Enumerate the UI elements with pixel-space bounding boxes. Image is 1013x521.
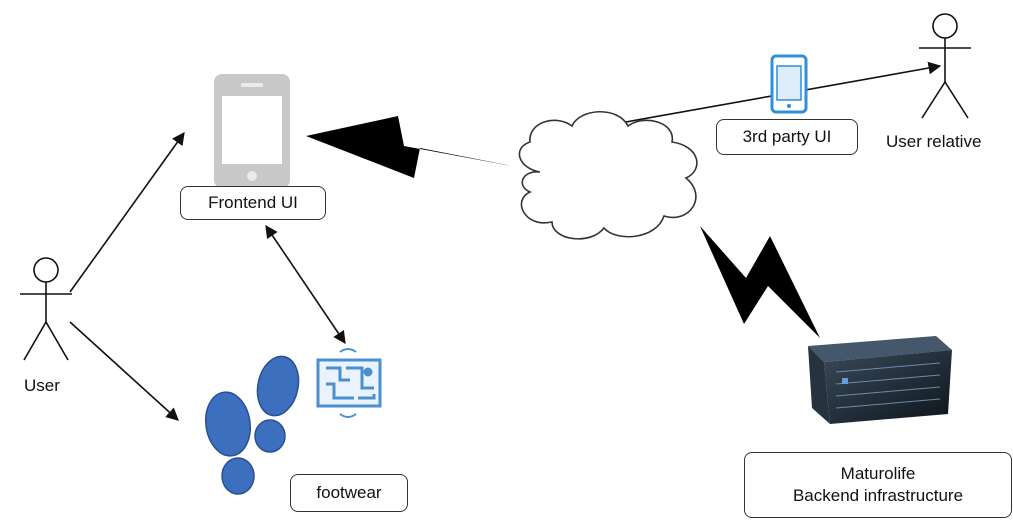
frontend-ui-label: Frontend UI [180,186,326,220]
server-rack-icon [808,336,952,424]
third-party-ui-label: 3rd party UI [716,119,858,155]
backend-label-line1: Maturolife [840,464,916,483]
user-actor [20,257,72,361]
backend-label: Maturolife Backend infrastructure [744,452,1012,518]
footprints-icon [205,355,300,495]
cloud-icon [518,111,698,240]
user-relative-actor [919,13,971,119]
circuit-sensor-icon [316,348,382,418]
user-relative-label: User relative [886,132,982,151]
wireless-link-icon [306,116,512,178]
frontend-sensor-arrow [265,224,346,345]
user-label: User [24,376,60,395]
wireless-link-icon-2 [700,226,820,338]
footwear-label: footwear [290,474,408,512]
smartphone-outline-icon [770,54,808,114]
smartphone-icon [214,74,290,188]
cloud-to-relative-arrow [591,61,942,129]
backend-label-line2: Backend infrastructure [792,486,964,505]
user-to-footwear-arrow [69,321,179,421]
user-to-frontend-arrow [69,131,185,293]
